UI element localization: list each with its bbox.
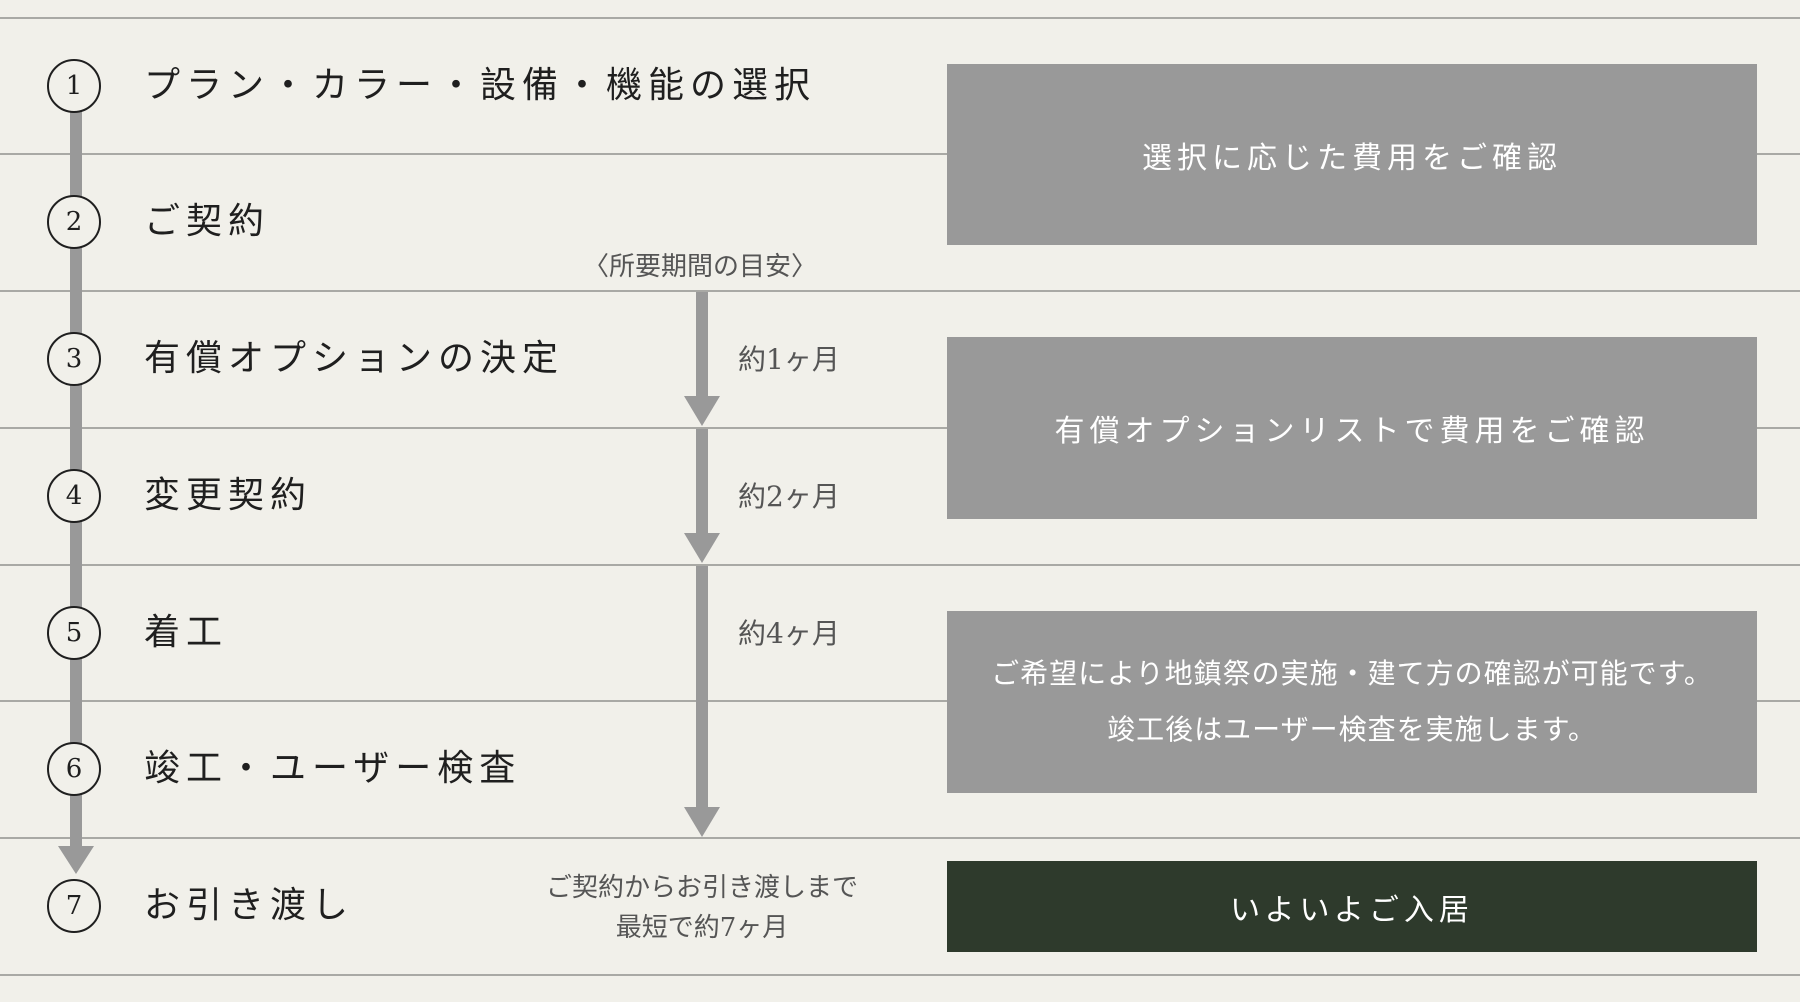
summary-line: ご契約からお引き渡しまで [545, 873, 858, 903]
separator-line [0, 837, 1800, 839]
note-text: いよいよご入居 [1230, 892, 1474, 928]
note-text: ご希望により地鎮祭の実施・建て方の確認が可能です。 [991, 657, 1713, 690]
step-number-circle: 6 [47, 742, 101, 796]
period-title: 〈所要期間の目安〉 [582, 252, 817, 282]
note-text: 有償オプションリストで費用をご確認 [1054, 414, 1650, 449]
separator-line [0, 290, 1800, 292]
duration-arrow-head [684, 533, 720, 563]
separator-line [0, 564, 1800, 566]
duration-arrow-head [684, 807, 720, 837]
separator-line [0, 153, 1800, 155]
step-label: 着工 [144, 612, 229, 653]
note-text: 選択に応じた費用をご確認 [1142, 140, 1562, 176]
duration-label: 約2ヶ月 [738, 480, 840, 513]
note-box-option-list: 有償オプションリストで費用をご確認 [947, 337, 1757, 519]
separator-line [0, 427, 1800, 429]
step-label: プラン・カラー・設備・機能の選択 [144, 65, 817, 106]
step-number-circle: 2 [47, 195, 101, 249]
timeline-arrow-head [58, 846, 94, 874]
step-label: お引き渡し [144, 885, 355, 926]
step-number-circle: 5 [47, 606, 101, 660]
duration-label: 約1ヶ月 [738, 343, 840, 376]
step-number-circle: 1 [47, 59, 101, 113]
note-text: 竣工後はユーザー検査を実施します。 [1107, 713, 1597, 746]
separator-line [0, 17, 1800, 19]
duration-arrow-shaft [696, 566, 708, 809]
note-box-cost-check: 選択に応じた費用をご確認 [947, 64, 1757, 245]
duration-arrow-head [684, 396, 720, 426]
separator-line [0, 700, 1800, 702]
step-label: ご契約 [144, 201, 271, 242]
separator-line [0, 974, 1800, 976]
duration-label: 約4ヶ月 [738, 617, 840, 650]
note-box-construction: ご希望により地鎮祭の実施・建て方の確認が可能です。 竣工後はユーザー検査を実施し… [947, 611, 1757, 793]
total-period-summary: ご契約からお引き渡しまで 最短で約7ヶ月 [520, 868, 884, 948]
summary-line: 最短で約7ヶ月 [615, 913, 789, 943]
step-number-circle: 3 [47, 332, 101, 386]
step-label: 有償オプションの決定 [144, 338, 565, 379]
step-number-circle: 4 [47, 469, 101, 523]
step-number-circle: 7 [47, 879, 101, 933]
duration-arrow-shaft [696, 429, 708, 535]
step-label: 変更契約 [144, 475, 313, 516]
note-box-move-in: いよいよご入居 [947, 861, 1757, 952]
duration-arrow-shaft [696, 292, 708, 398]
step-label: 竣工・ユーザー検査 [144, 748, 522, 789]
